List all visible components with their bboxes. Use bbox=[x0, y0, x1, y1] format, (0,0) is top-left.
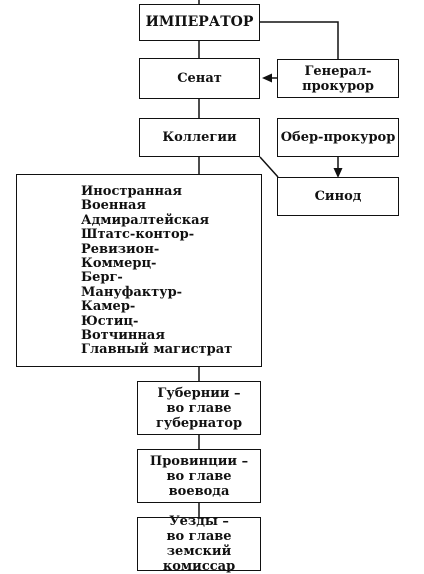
collegia-list: Иностранная Военная Адмиралтейская Штатс… bbox=[81, 184, 233, 358]
uezdy-label: Уезды – во главе земский комиссар bbox=[162, 514, 236, 574]
senate-label: Сенат bbox=[177, 71, 222, 86]
provintsii-label: Провинции – во главе воевода bbox=[149, 453, 249, 499]
synod-box: Синод bbox=[277, 177, 399, 216]
senate-box: Сенат bbox=[139, 58, 260, 99]
prosecutor-general-label: Генерал-прокурор bbox=[302, 63, 374, 94]
collegia-list-item: Камер- bbox=[81, 299, 136, 315]
synod-label: Синод bbox=[314, 189, 362, 204]
collegia-list-item: Иностранная bbox=[81, 184, 183, 199]
uezdy-box: Уезды – во главе земский комиссар bbox=[137, 514, 261, 574]
collegia-box: Коллегии bbox=[139, 118, 260, 157]
ober-prosecutor-box: Обер-прокурор bbox=[277, 118, 399, 157]
line-collegia-synod bbox=[259, 156, 279, 178]
collegia-list-item: Коммерц- bbox=[81, 256, 157, 272]
ober-prosecutor-label: Обер-прокурор bbox=[280, 130, 396, 145]
provintsii-box: Провинции – во главе воевода bbox=[137, 449, 261, 503]
emperor-label: ИМПЕРАТОР bbox=[145, 14, 254, 30]
arrowhead-senate bbox=[262, 73, 272, 83]
collegia-list-item: Главный магистрат bbox=[81, 342, 233, 358]
gubernii-box: Губернии – во главе губернатор bbox=[137, 381, 261, 435]
collegia-list-item: Берг- bbox=[81, 270, 123, 286]
emperor-box: ИМПЕРАТОР bbox=[139, 4, 260, 41]
collegia-list-item: Ревизион- bbox=[81, 241, 160, 257]
line-emperor-prosecutor bbox=[260, 21, 339, 60]
collegia-list-item: Военная bbox=[81, 198, 146, 214]
arrowhead-synod bbox=[333, 168, 343, 178]
collegia-list-item: Юстиц- bbox=[81, 313, 139, 329]
prosecutor-general-box: Генерал-прокурор bbox=[277, 59, 399, 98]
collegia-list-box: Иностранная Военная Адмиралтейская Штатс… bbox=[16, 174, 262, 367]
gubernii-label: Губернии – во главе губернатор bbox=[155, 385, 243, 431]
collegia-list-item: Мануфактур- bbox=[81, 284, 183, 300]
collegia-list-item: Вотчинная bbox=[81, 328, 165, 344]
collegia-label: Коллегии bbox=[162, 130, 237, 145]
collegia-list-item: Адмиралтейская bbox=[81, 212, 210, 228]
collegia-list-item: Штатс-контор- bbox=[81, 227, 195, 243]
